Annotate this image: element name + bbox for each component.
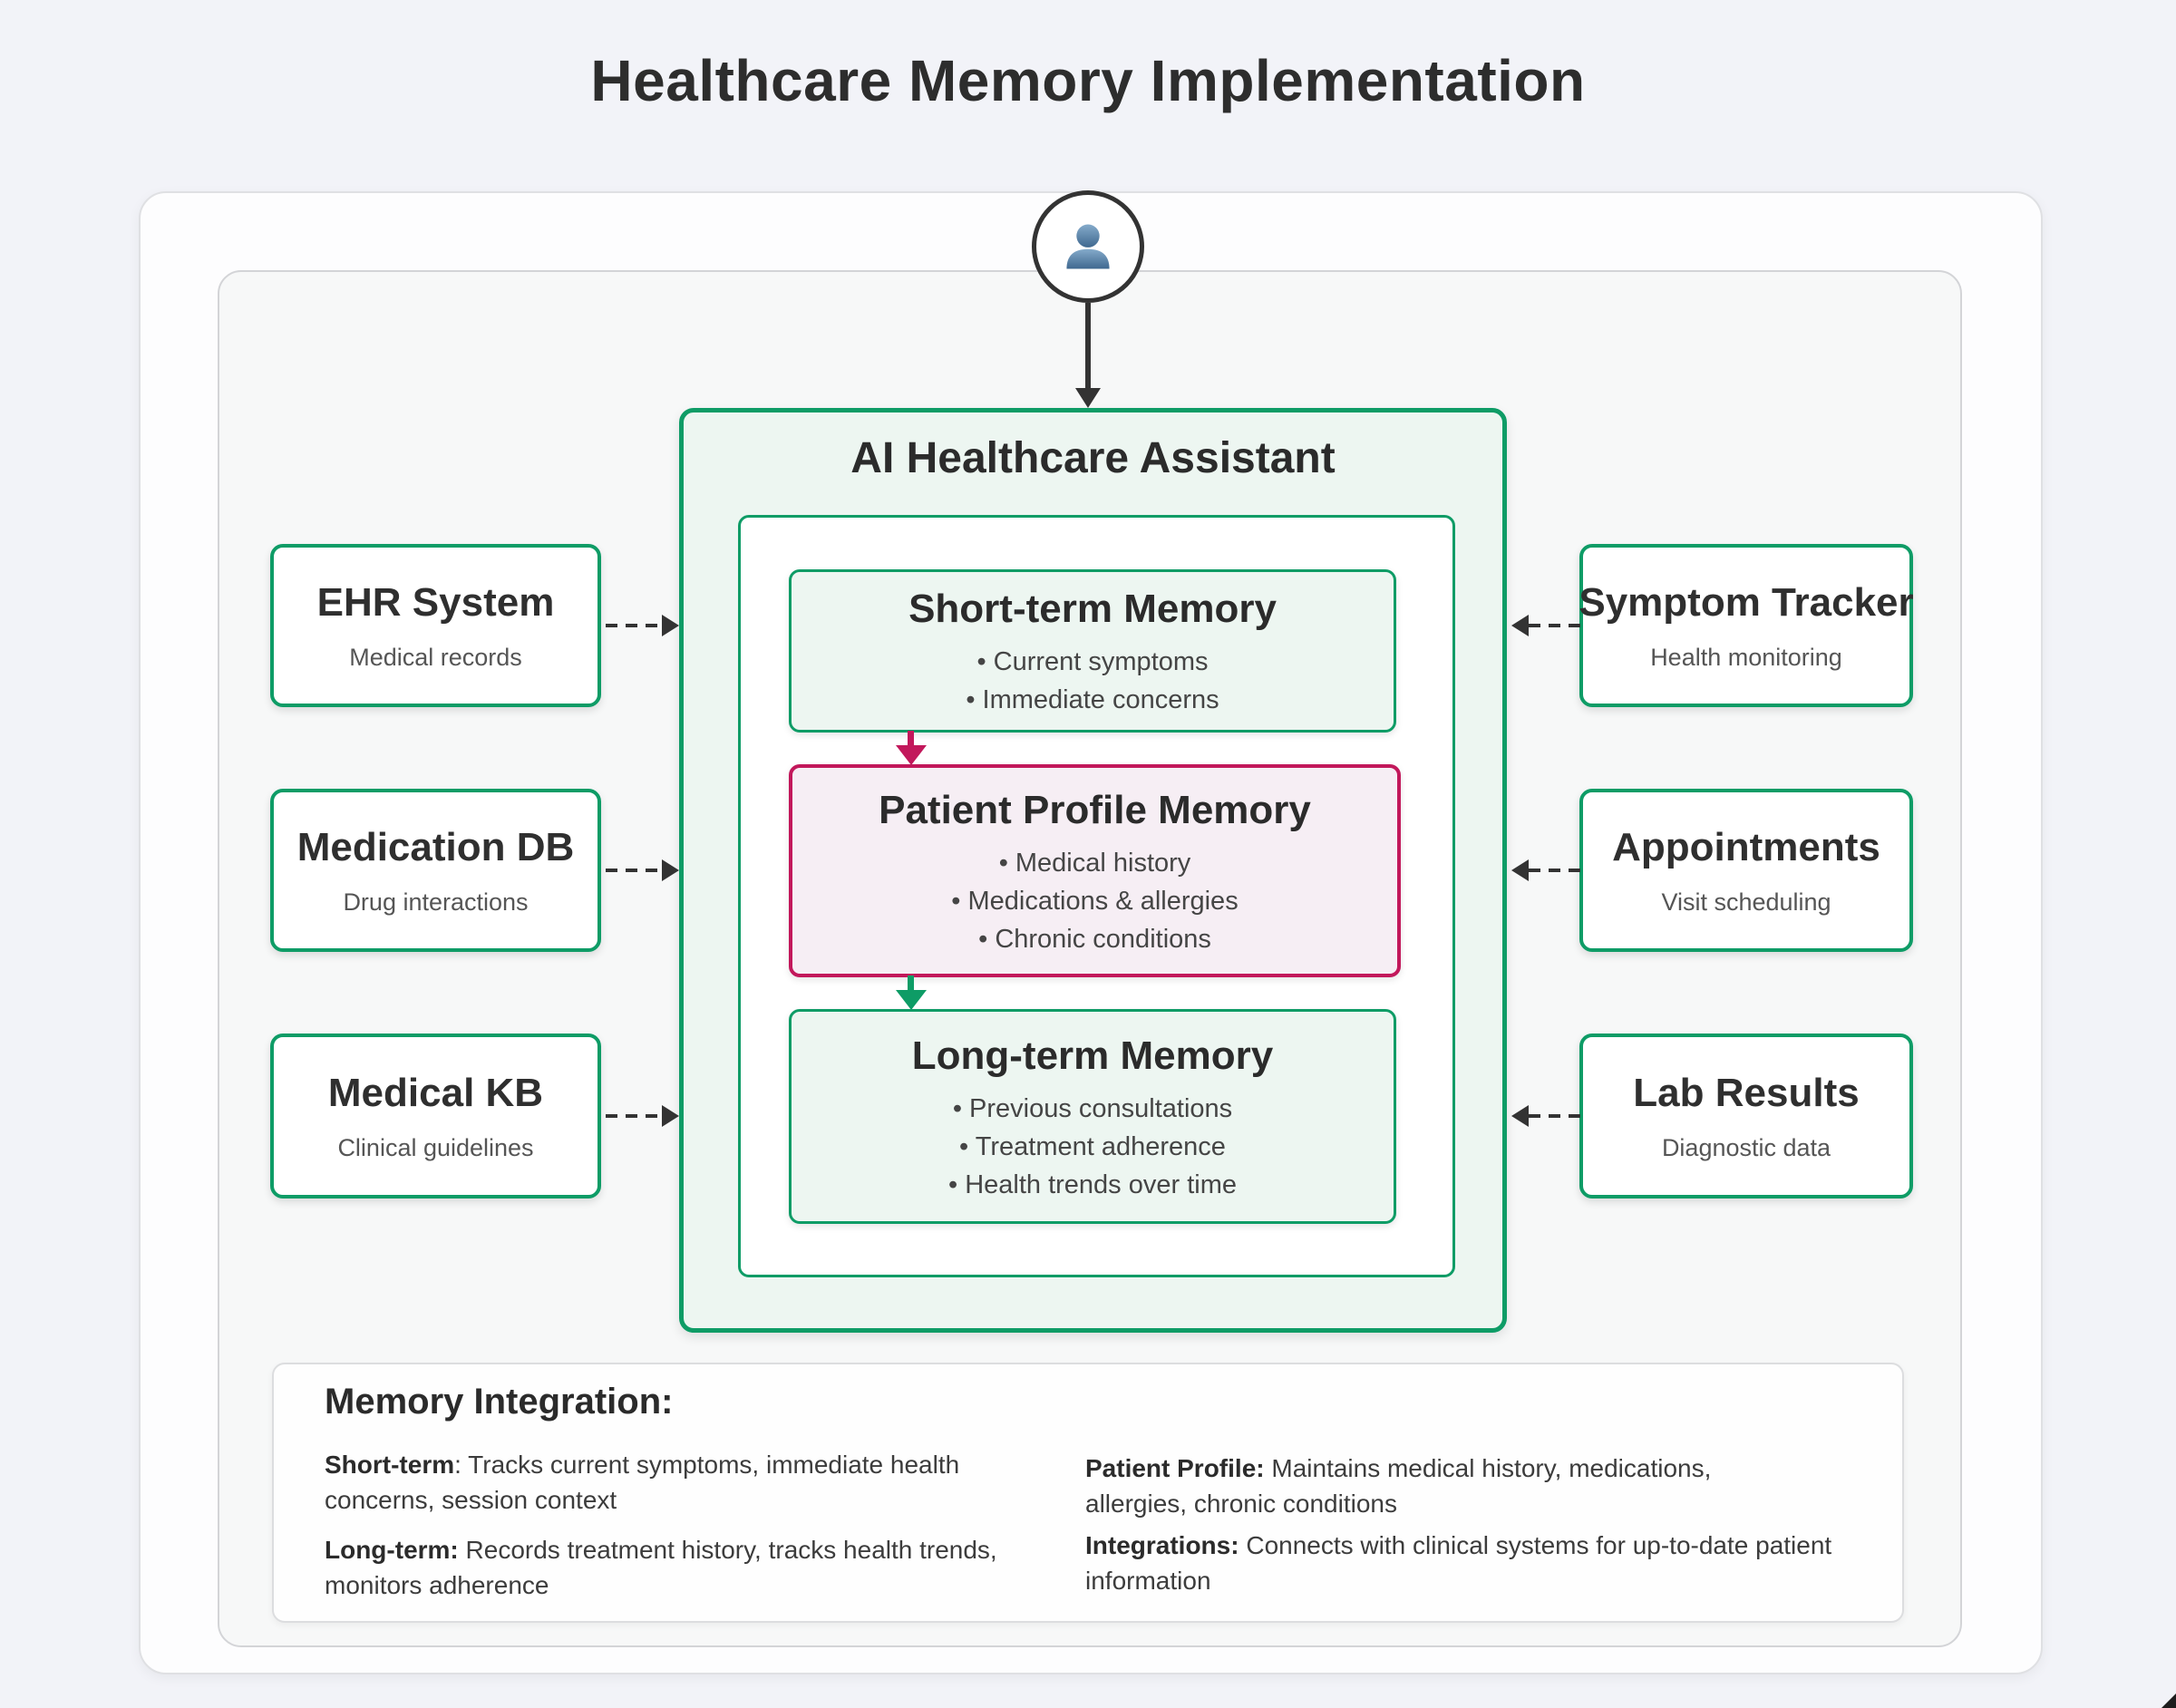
kb-to-assistant-arrow-line [606, 1114, 664, 1118]
patient-profile-memory-title: Patient Profile Memory [879, 787, 1311, 832]
long-term-memory-title: Long-term Memory [911, 1033, 1274, 1078]
source-node-symptom-tracker: Symptom Tracker Health monitoring [1579, 544, 1914, 707]
integration-item-text: Connects with clinical systems for up-to… [1085, 1531, 1832, 1596]
ai-assistant-title: AI Healthcare Assistant [850, 434, 1336, 482]
integration-item-label: Patient Profile: [1085, 1454, 1265, 1482]
bullet-item: • Current symptoms [976, 647, 1209, 676]
integration-item-text: Maintains medical history, medications, … [1085, 1454, 1712, 1519]
ehr-to-assistant-arrow-line [606, 624, 664, 627]
short-to-profile-arrowhead-icon [896, 745, 927, 765]
long-term-memory-box: Long-term Memory • Previous consultation… [789, 1009, 1396, 1224]
integration-item-text: Records treatment history, tracks health… [325, 1536, 997, 1600]
patient-profile-memory-box: Patient Profile Memory • Medical history… [789, 764, 1401, 977]
bullet-item: • Previous consultations [952, 1093, 1233, 1123]
bullet-item: • Medical history [998, 848, 1191, 878]
medication-to-assistant-arrow-line [606, 869, 664, 872]
profile-to-long-arrow-line [908, 975, 914, 995]
source-node-title: EHR System [316, 579, 555, 625]
source-node-ehr-system: EHR System Medical records [270, 544, 601, 707]
integration-item-text: : Tracks current symptoms, immediate hea… [325, 1451, 960, 1515]
bullet-item: • Health trends over time [947, 1169, 1237, 1199]
source-node-title: Lab Results [1633, 1070, 1860, 1115]
memory-integration-heading: Memory Integration: [325, 1382, 674, 1422]
tracker-to-assistant-arrow-line [1529, 624, 1581, 627]
bullet-item: • Chronic conditions [978, 924, 1211, 954]
user-avatar [1032, 190, 1144, 303]
source-node-title: Medication DB [296, 824, 575, 869]
user-to-assistant-arrowhead-icon [1075, 388, 1101, 408]
labs-to-assistant-arrow-line [1529, 1114, 1581, 1118]
source-node-medical-kb: Medical KB Clinical guidelines [270, 1034, 601, 1199]
integration-item-short-term: Short-term: Tracks current symptoms, imm… [325, 1447, 1027, 1518]
tracker-to-assistant-arrowhead-icon [1511, 615, 1529, 636]
source-node-subtitle: Diagnostic data [1661, 1133, 1831, 1161]
kb-to-assistant-arrowhead-icon [662, 1105, 679, 1127]
source-node-lab-results: Lab Results Diagnostic data [1579, 1034, 1913, 1199]
appointments-to-assistant-arrowhead-icon [1511, 859, 1529, 881]
labs-to-assistant-arrowhead-icon [1511, 1105, 1529, 1127]
ehr-to-assistant-arrowhead-icon [662, 615, 679, 636]
short-to-profile-arrow-line [908, 731, 914, 751]
profile-to-long-arrowhead-icon [896, 990, 927, 1010]
integration-item-integrations: Integrations: Connects with clinical sys… [1085, 1528, 1838, 1598]
medication-to-assistant-arrowhead-icon [662, 859, 679, 881]
user-to-assistant-arrow-line [1085, 303, 1091, 392]
source-node-title: Symptom Tracker [1579, 579, 1914, 625]
source-node-title: Appointments [1612, 824, 1880, 869]
source-node-appointments: Appointments Visit scheduling [1579, 789, 1913, 952]
source-node-subtitle: Drug interactions [343, 888, 529, 916]
short-term-memory-box: Short-term Memory • Current symptoms • I… [789, 569, 1396, 733]
source-node-title: Medical KB [327, 1070, 544, 1115]
source-node-subtitle: Health monitoring [1650, 643, 1842, 671]
integration-item-patient-profile: Patient Profile: Maintains medical histo… [1085, 1451, 1811, 1521]
memory-integration-panel [272, 1363, 1904, 1623]
source-node-subtitle: Clinical guidelines [337, 1133, 534, 1161]
appointments-to-assistant-arrow-line [1529, 869, 1581, 872]
source-node-subtitle: Medical records [349, 643, 522, 671]
bullet-item: • Immediate concerns [966, 685, 1219, 714]
integration-item-long-term: Long-term: Records treatment history, tr… [325, 1532, 1027, 1603]
bullet-item: • Treatment adherence [959, 1131, 1226, 1161]
bullet-item: • Medications & allergies [951, 886, 1239, 916]
integration-item-label: Integrations: [1085, 1531, 1239, 1559]
page-title: Healthcare Memory Implementation [590, 48, 1586, 113]
short-term-memory-title: Short-term Memory [908, 587, 1277, 631]
integration-item-label: Long-term: [325, 1536, 459, 1564]
screenshot-corner-artifact [2161, 1693, 2176, 1708]
user-silhouette-icon [1066, 224, 1110, 269]
integration-item-label: Short-term [325, 1451, 455, 1479]
source-node-medication-db: Medication DB Drug interactions [270, 789, 601, 952]
source-node-subtitle: Visit scheduling [1661, 888, 1831, 916]
